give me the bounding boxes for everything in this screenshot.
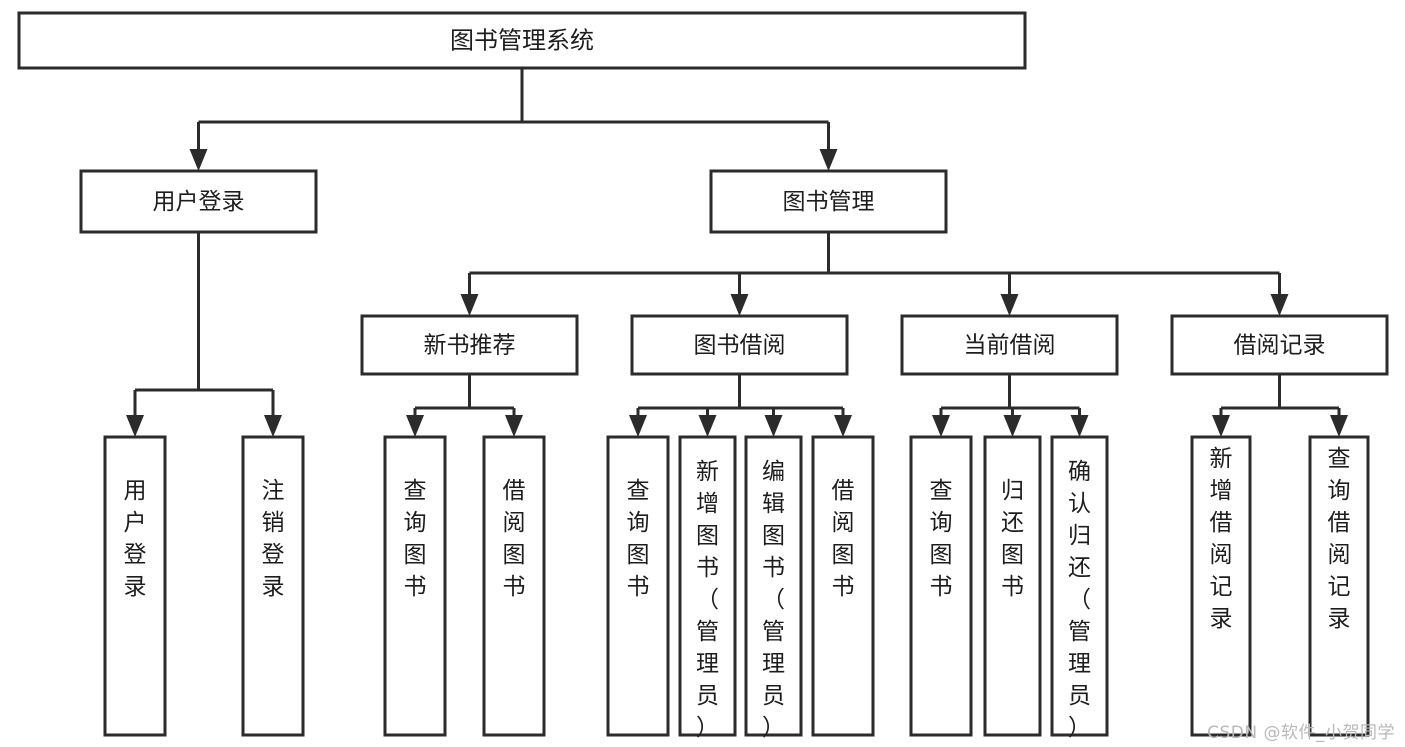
arrow-head-icon	[126, 415, 144, 437]
arrow-head-icon	[406, 415, 424, 437]
arrow-head-icon	[1070, 415, 1089, 437]
node-label: 借阅图书	[503, 478, 526, 600]
node-label: 图书管理系统	[450, 27, 594, 55]
node-nbr-query[interactable]: 查询图书	[383, 435, 447, 737]
node-label: 用户登录	[124, 478, 147, 600]
arrow-head-icon	[1000, 294, 1019, 316]
arrow-head-icon	[189, 149, 208, 171]
node-bb-edit[interactable]: 编辑图书（管理员）	[744, 435, 803, 741]
node-br-query[interactable]: 查询借阅记录	[1308, 435, 1370, 737]
node-bb-query[interactable]: 查询图书	[606, 435, 670, 737]
node-borrow-record[interactable]: 借阅记录	[1170, 314, 1389, 376]
node-book-manage[interactable]: 图书管理	[709, 169, 948, 234]
arrow-head-icon	[505, 415, 523, 437]
arrow-head-icon	[698, 415, 717, 437]
node-label: 查询图书	[404, 478, 427, 600]
arrow-head-icon	[764, 415, 783, 437]
node-label: 注销登录	[262, 478, 285, 600]
arrow-head-icon	[629, 415, 647, 437]
node-label: 图书借阅	[694, 333, 786, 359]
arrow-head-icon	[730, 294, 749, 316]
arrow-head-icon	[834, 415, 852, 437]
node-label: 归还图书	[1001, 478, 1024, 600]
node-label: 用户登录	[153, 189, 245, 215]
node-label: 查询借阅记录	[1328, 446, 1351, 632]
node-label: 编辑图书（管理员）	[762, 459, 785, 741]
arrow-head-icon	[1212, 415, 1230, 437]
node-cb-return[interactable]: 归还图书	[983, 435, 1042, 737]
node-cb-query[interactable]: 查询图书	[909, 435, 973, 737]
arrow-head-icon	[1330, 415, 1348, 437]
node-label: 查询图书	[627, 478, 650, 600]
node-user-login[interactable]: 用户登录	[79, 169, 318, 234]
node-bb-borrow[interactable]: 借阅图书	[811, 435, 875, 737]
edges-layer	[126, 68, 1348, 437]
arrow-head-icon	[819, 149, 838, 171]
node-label: 图书管理	[783, 189, 875, 215]
node-book-borrow[interactable]: 图书借阅	[630, 314, 849, 376]
arrow-head-icon	[264, 415, 282, 437]
node-label: 新书推荐	[424, 333, 516, 359]
arrow-head-icon	[1270, 294, 1289, 316]
node-label: 借阅记录	[1234, 333, 1326, 359]
node-cb-confirm[interactable]: 确认归还（管理员）	[1050, 435, 1109, 741]
node-label: 新增借阅记录	[1210, 446, 1233, 632]
node-label: 借阅图书	[832, 478, 855, 600]
node-user-logout-leaf[interactable]: 注销登录	[241, 435, 305, 737]
arrow-head-icon	[932, 415, 950, 437]
arrow-head-icon	[1003, 415, 1022, 437]
node-label: 当前借阅	[964, 333, 1056, 359]
nodes-layer: 图书管理系统用户登录图书管理新书推荐图书借阅当前借阅借阅记录用户登录注销登录查询…	[17, 11, 1389, 741]
node-root[interactable]: 图书管理系统	[17, 11, 1027, 70]
node-current-borrow[interactable]: 当前借阅	[900, 314, 1119, 376]
node-new-book-rec[interactable]: 新书推荐	[360, 314, 579, 376]
node-label: 确认归还（管理员）	[1068, 459, 1091, 741]
node-label: 新增图书（管理员）	[696, 459, 719, 741]
node-bb-add[interactable]: 新增图书（管理员）	[678, 435, 737, 741]
node-br-add[interactable]: 新增借阅记录	[1190, 435, 1252, 737]
node-nbr-borrow[interactable]: 借阅图书	[482, 435, 546, 737]
node-label: 查询图书	[930, 478, 953, 600]
arrow-head-icon	[460, 294, 479, 316]
node-user-login-leaf[interactable]: 用户登录	[103, 435, 167, 737]
